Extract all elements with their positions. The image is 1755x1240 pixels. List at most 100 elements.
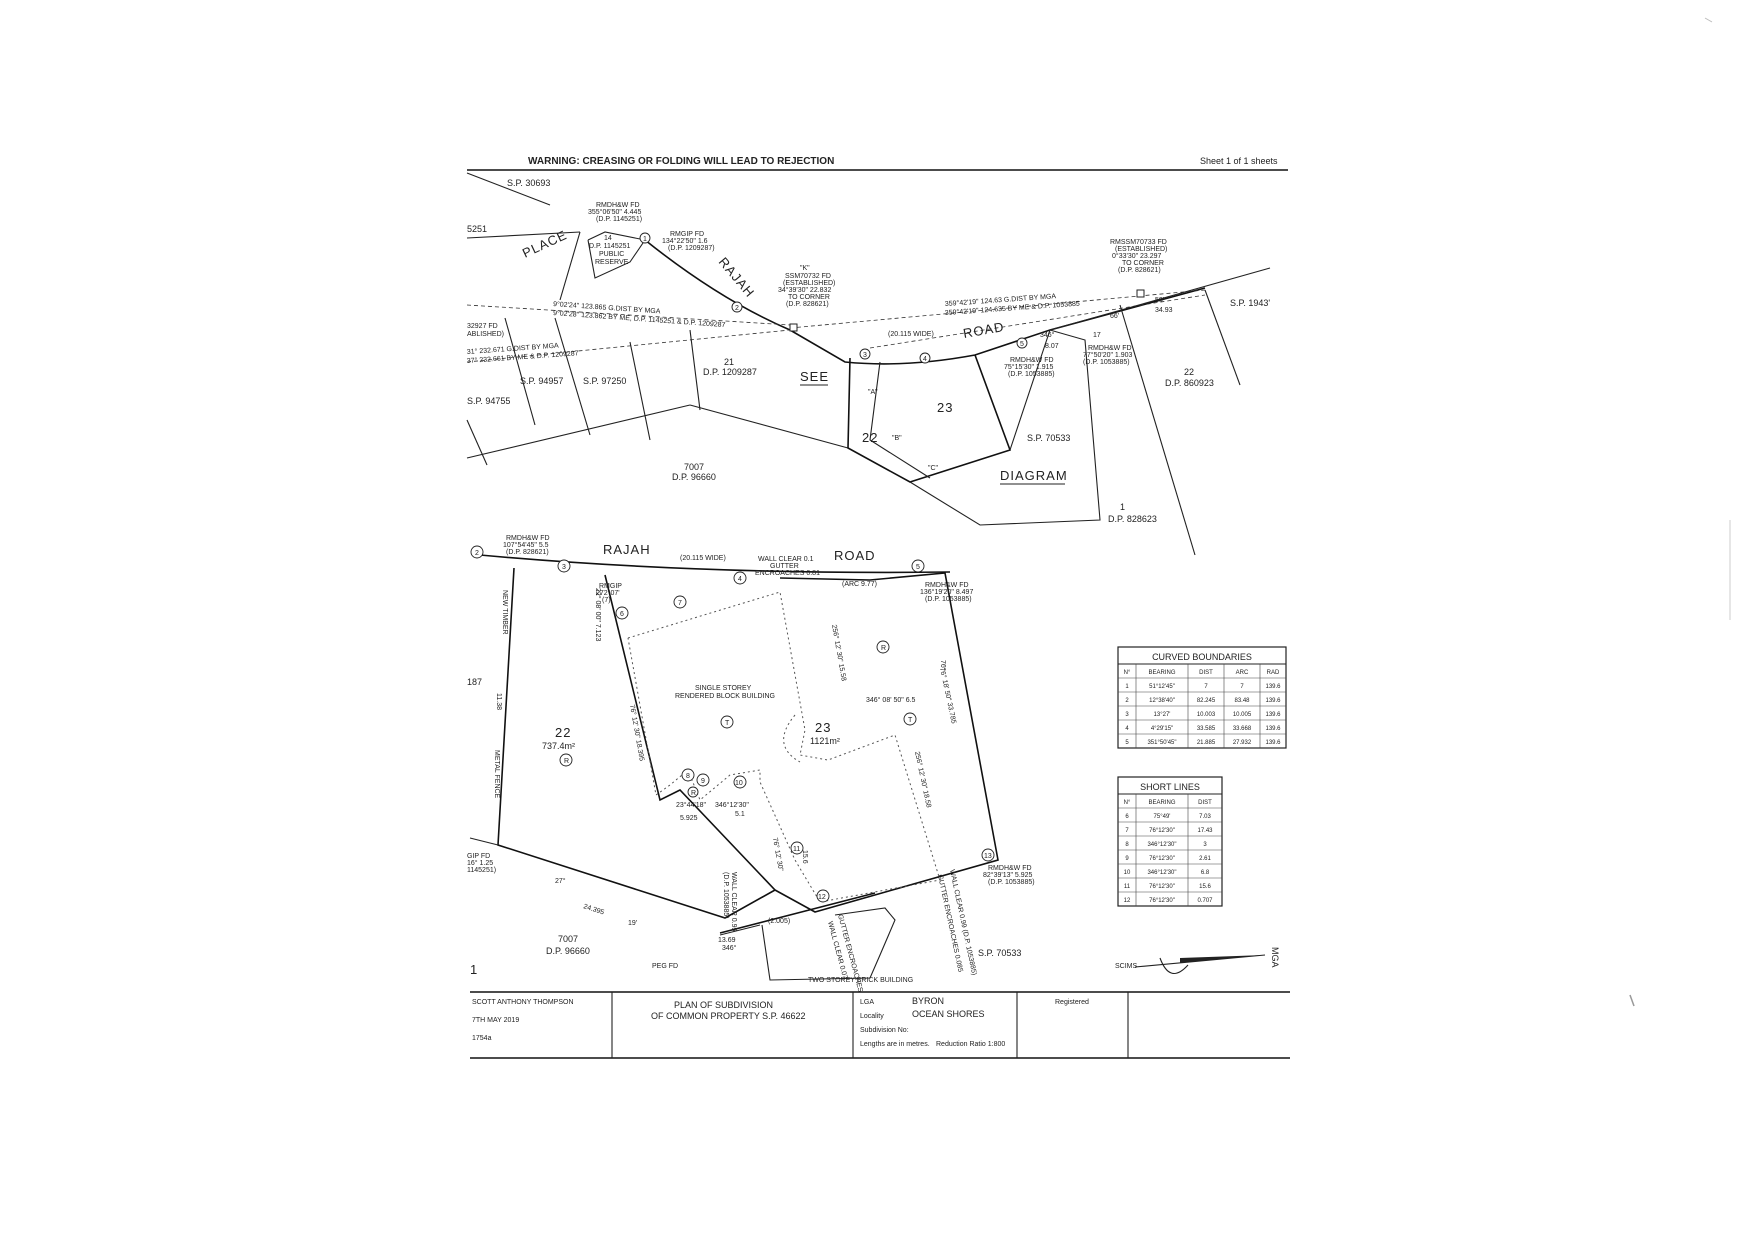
curved-boundaries-cell: 4 [1125, 726, 1129, 732]
circle-3-top [859, 348, 871, 360]
lot-7007-line-b [689, 404, 849, 449]
note-rmgip-c: (D.P. 1209287) [668, 245, 715, 252]
circle-13-bottom-num: 13 [984, 853, 992, 860]
lot23-bottom-label: 23 [815, 720, 831, 735]
circle-4-bottom-num: 4 [738, 576, 742, 583]
lot-left-edge [559, 231, 581, 301]
lot-23-inner [869, 361, 931, 479]
curved-boundaries-cell: 7 [1240, 684, 1244, 690]
short-lines-frame [1117, 776, 1223, 907]
note-rmdhw-1: RMDH&W FD [596, 202, 640, 209]
lot22-top-label: 22 [862, 430, 878, 445]
circle-10-bottom [733, 775, 747, 789]
curved-boundaries-cell: 10.005 [1233, 712, 1252, 718]
lga-value: BYRON [912, 996, 944, 1006]
sp70533-boundary [909, 329, 1101, 526]
rmdhw-tr-3: (D.P. 1053885) [925, 596, 972, 603]
circle-r-lot22-letter: R [564, 758, 569, 765]
north-arrow: MGA SCIMS [1115, 947, 1280, 974]
curved-boundaries-cell: 27.932 [1233, 740, 1252, 746]
curved-boundaries-header-cell: ARC [1236, 670, 1249, 676]
note-ssm-k-f: (D.P. 828621) [786, 301, 829, 308]
note-ssm-k-e: TO CORNER [788, 294, 830, 301]
circle-2-bottom-num: 2 [475, 550, 479, 557]
rmdhw-tr-2: 136°19'20" 8.497 [920, 588, 973, 596]
short-lines-cell: 0.707 [1197, 898, 1213, 904]
gip-fd-1: GIP FD [467, 853, 490, 860]
wall-clear-3: ENCROACHES 0.81 [755, 570, 820, 577]
diagram-label: DIAGRAM [1000, 468, 1068, 483]
curved-boundaries-cell: 7 [1204, 684, 1208, 690]
seg-17: 17 [1093, 332, 1101, 339]
bottom-plan: RAJAH ROAD (20.115 WIDE) WALL CLEAR 0.1 … [467, 535, 1280, 993]
lot22-bottom-label: 22 [555, 725, 571, 740]
dim-d20: 15.6 [801, 850, 808, 864]
curved-boundaries-cell: 51°12'45" [1149, 684, 1175, 690]
seg-346: 346° [1040, 331, 1055, 339]
short-lines-cell: 7 [1125, 828, 1129, 834]
left-boundary-ext [469, 837, 499, 846]
sp30693-label: S.P. 30693 [507, 178, 550, 188]
n187-label: 187 [467, 677, 482, 687]
short-lines-cell: 76°12'30" [1149, 898, 1175, 904]
short-lines-cell: 9 [1125, 856, 1129, 862]
short-lines-cell: 346°12'30" [1147, 870, 1176, 876]
circle-2-top [731, 301, 743, 313]
circle-6-bottom [615, 606, 629, 620]
right-road-edge [1049, 267, 1271, 331]
curved-boundaries-cell: 33.585 [1197, 726, 1216, 732]
curved-boundaries-cell: 4°29'15" [1151, 726, 1173, 732]
road-width-top: (20.115 WIDE) [888, 331, 934, 338]
circle-1-top-num: 1 [643, 236, 647, 243]
short-lines-cell: 2.61 [1199, 856, 1211, 862]
curved-boundaries-cell: 21.885 [1197, 740, 1216, 746]
sp94957-label: S.P. 94957 [520, 376, 563, 386]
left-note-b: ABLISHED) [467, 331, 504, 338]
corner-mark-a: "A" [868, 389, 878, 396]
dim-d12: 13.69 [718, 937, 736, 944]
sp70533-top-label: S.P. 70533 [1027, 433, 1070, 443]
circle-2-top-num: 2 [735, 305, 739, 312]
wall-clear-2: GUTTER [770, 563, 799, 570]
gdist-line-left-2 [466, 329, 791, 363]
lot1-top-label: 1 [1120, 502, 1125, 512]
note-rmssm: RMSSM70733 FD [1110, 239, 1167, 246]
note-rmdhw-1c: (D.P. 1145251) [596, 216, 642, 223]
circle-12-bottom [816, 889, 830, 903]
circle-3-top-num: 3 [863, 352, 867, 359]
building-label-2: RENDERED BLOCK BUILDING [675, 693, 775, 700]
dim-d6: 5.1 [735, 811, 745, 818]
survey-date: 7TH MAY 2019 [472, 1017, 519, 1024]
fence-left-label: NEW TIMBER [501, 590, 508, 635]
short-lines-cell: 76°12'30" [1149, 884, 1175, 890]
reserve-boundary [587, 231, 646, 279]
lot7007-top-label: 7007 [684, 462, 704, 472]
short-lines-header-cell: N° [1124, 800, 1131, 806]
wall-label-1: WALL CLEAR 0.99 [730, 872, 737, 932]
note-rmdhw-1b: 355°06'50" 4.445 [588, 208, 641, 216]
rmdhw-br-3: (D.P. 1053885) [988, 879, 1035, 886]
building-label-1: SINGLE STOREY [695, 685, 752, 692]
lot-line-a [504, 317, 536, 426]
short-lines-header-cell: BEARING [1148, 800, 1175, 806]
lot-7007-line [466, 404, 691, 459]
note-rmgip: RMGIP FD [670, 231, 704, 238]
curved-boundaries-cell: 139.6 [1265, 712, 1281, 718]
rmdhw3: RMDH&W FD [1088, 345, 1132, 352]
short-lines-title: SHORT LINES [1140, 782, 1200, 792]
note-rmssm-b: (ESTABLISHED) [1115, 246, 1167, 253]
short-lines-header-cell: DIST [1198, 800, 1212, 806]
note-ssm-k: "K" [800, 265, 810, 272]
place-road-edge [466, 231, 581, 239]
arc-label: (ARC 9.77) [842, 581, 877, 588]
fence-left2-label: METAL FENCE [493, 750, 500, 799]
curved-boundaries-cell: 139.6 [1265, 698, 1281, 704]
corner-mark-c: "C" [928, 465, 939, 472]
rajah-road-top-curve [644, 239, 1206, 365]
top-diagram: S.P. 30693 5251 PLACE RAJAH ROAD (20.115… [466, 172, 1271, 556]
short-lines-cell: 346°12'30" [1147, 842, 1176, 848]
rmdhw3-b: 77°50'20" 1.903 [1083, 351, 1133, 359]
dp1145251-label: D.P. 1145251 [589, 243, 630, 250]
north-arrow-arc [1159, 957, 1189, 974]
